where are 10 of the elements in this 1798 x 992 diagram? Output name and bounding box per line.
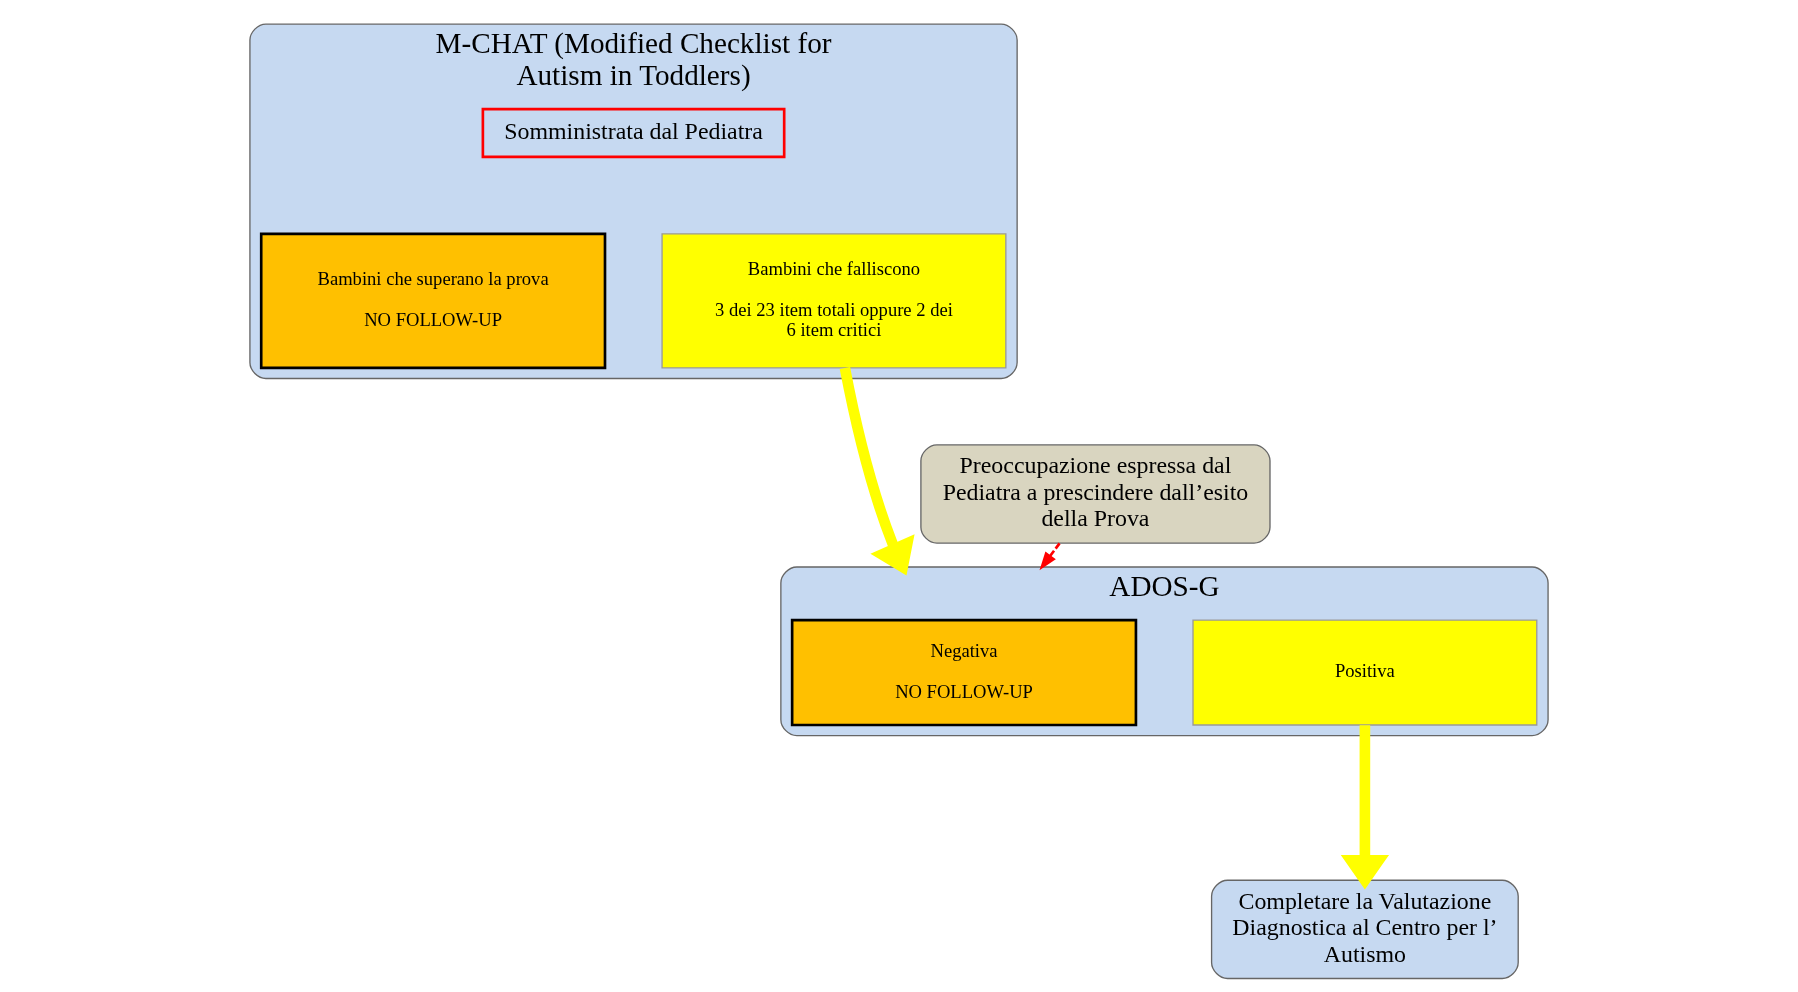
node-box: Bambini che falliscono 3 dei 23 item totali oppure 2 dei 6 item critici [661,233,1007,369]
arrow [839,367,915,576]
arrow [1039,542,1061,571]
node-box: Preoccupazione espressa dal Pediatra a prescindere dall’esito della Prova [920,444,1271,544]
node-box: Bambini che superano la prova NO FOLLOW-UP [259,232,607,370]
node-box: Completare la Valutazione Diagnostica al Centro per l’ Autismo [1210,879,1519,980]
node-box: Somministrata dal Pediatra [481,107,786,159]
node-box: Negativa NO FOLLOW-UP [790,618,1138,727]
node-box: Positiva [1192,619,1538,726]
arrow [1340,725,1390,890]
